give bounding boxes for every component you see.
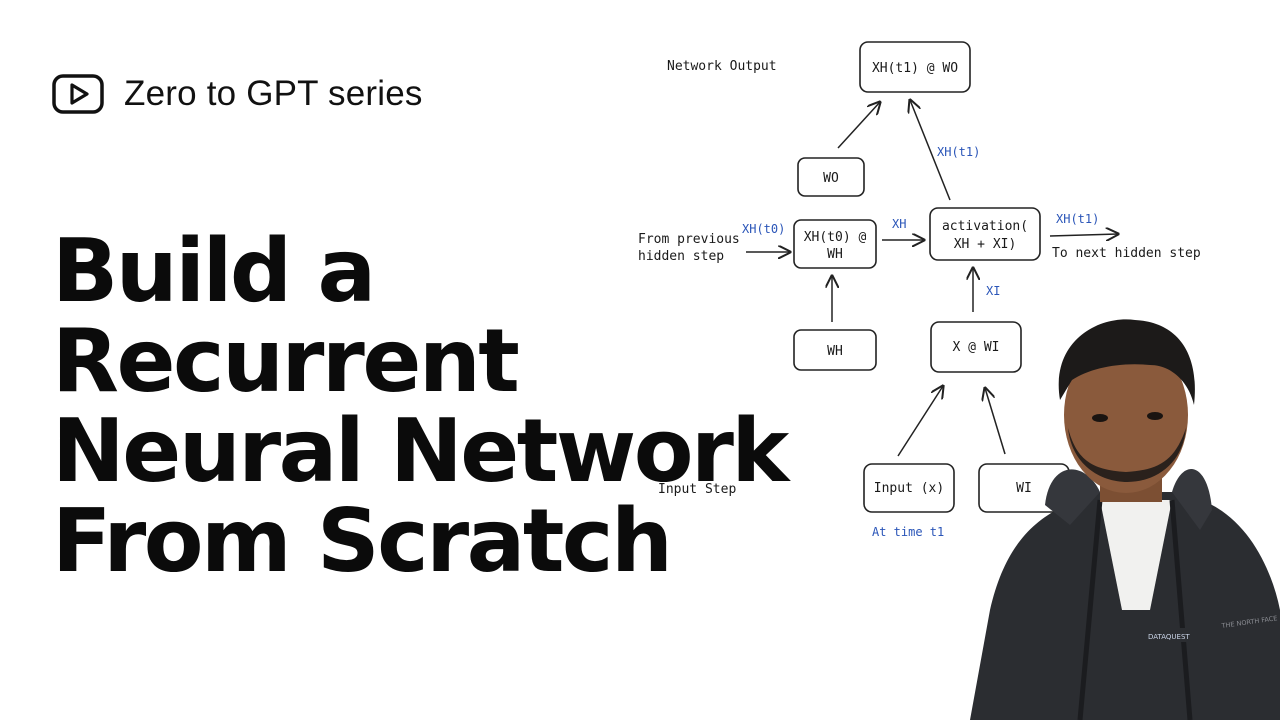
- title-line-1: Build a: [52, 220, 376, 322]
- arrow-wi-to-xwi: [985, 388, 1006, 455]
- zipper-right: [1169, 499, 1193, 720]
- hair-shape: [1058, 319, 1195, 405]
- left-eye: [1092, 414, 1108, 422]
- page-title: Build a Recurrent Neural Network From Sc…: [52, 226, 852, 586]
- badge-shape: [1145, 628, 1203, 642]
- from-previous-label-2: hidden step: [638, 249, 724, 264]
- wo-box: [797, 157, 865, 197]
- title-line-2: Recurrent: [52, 310, 520, 412]
- zipper-left: [1077, 499, 1103, 720]
- face-shape: [1064, 337, 1188, 493]
- arrow-input-to-xwi: [897, 386, 943, 457]
- hidden-box-label-2: WH: [827, 247, 843, 262]
- activation-box-label-2: XH + XI): [954, 237, 1017, 252]
- series-label: Zero to GPT series: [124, 74, 423, 113]
- xh-t1-up-label: XH(t1): [937, 145, 980, 159]
- right-eye: [1147, 412, 1163, 420]
- xh-t0-label: XH(t0): [742, 222, 785, 236]
- series-heading: Zero to GPT series: [52, 74, 423, 114]
- badge-text: DATAQUEST: [1148, 633, 1190, 641]
- wi-box-label: WI: [1016, 481, 1032, 496]
- input-box: [863, 463, 955, 513]
- wo-box-label: WO: [823, 171, 839, 186]
- input-step-label: Input Step: [658, 482, 736, 497]
- to-next-label: To next hidden step: [1052, 246, 1201, 261]
- title-line-3: Neural Network: [52, 400, 789, 502]
- hood-shape: [1045, 469, 1100, 525]
- wh-box-label: WH: [827, 344, 843, 359]
- arrow-activation-to-output: [910, 100, 951, 201]
- presenter-photo: DATAQUEST THE NORTH FACE: [970, 319, 1280, 720]
- xh-label: XH: [892, 217, 906, 231]
- input-box-label: Input (x): [874, 481, 944, 496]
- from-previous-label-1: From previous: [638, 232, 740, 247]
- beard-shape: [1068, 428, 1186, 482]
- activation-box-label-1: activation(: [942, 219, 1028, 234]
- activation-box: [929, 207, 1041, 261]
- tshirt-shape: [1100, 500, 1172, 610]
- arrow-to-next-step: [1049, 234, 1118, 236]
- play-icon: [52, 74, 104, 114]
- title-line-4: From Scratch: [52, 490, 673, 592]
- hidden-box: [793, 219, 877, 269]
- arrow-wo-to-output: [837, 102, 880, 149]
- output-box-label: XH(t1) @ WO: [872, 61, 958, 76]
- xh-t1-right-label: XH(t1): [1056, 212, 1099, 226]
- hidden-box-label-1: XH(t0) @: [804, 230, 867, 245]
- at-time-label: At time t1: [872, 525, 944, 539]
- xi-label: XI: [986, 284, 1000, 298]
- hood-shape-right: [1172, 469, 1212, 530]
- x-wi-box: [930, 321, 1022, 373]
- network-output-label: Network Output: [667, 59, 777, 74]
- wh-box: [793, 329, 877, 371]
- output-box: [859, 41, 971, 93]
- rnn-diagram: Network Output XH(t1) @ WO WO XH(t1) Fro…: [638, 41, 1201, 539]
- x-wi-box-label: X @ WI: [953, 340, 1000, 355]
